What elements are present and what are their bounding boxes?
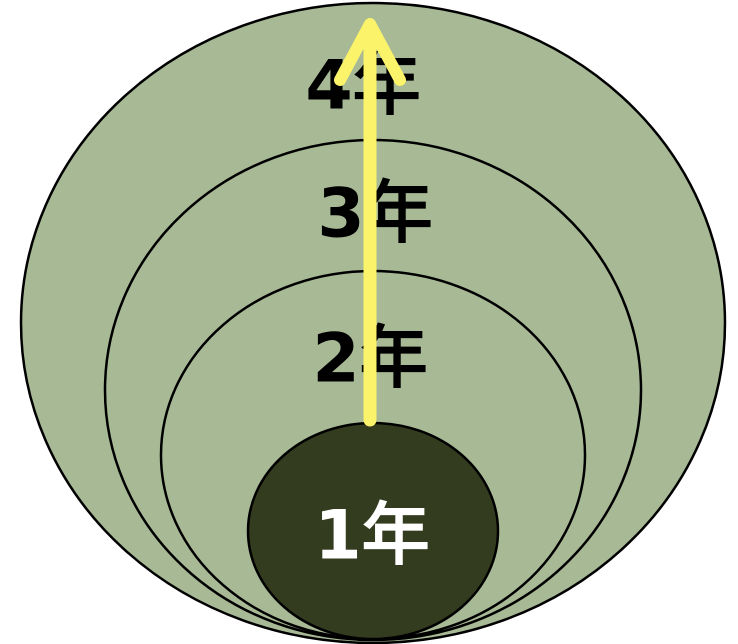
label-year-1: 1年 <box>314 497 429 576</box>
label-year-4: 4年 <box>305 47 420 126</box>
growth-arrow <box>334 18 406 427</box>
arrow-head <box>334 18 406 86</box>
